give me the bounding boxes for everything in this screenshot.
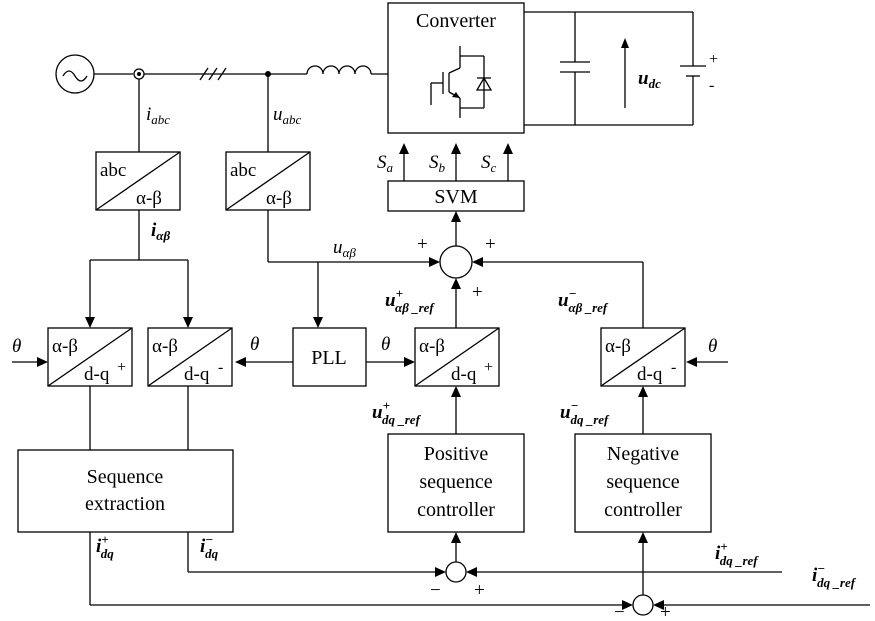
neg-ctrl-line2: sequence [606,471,679,493]
converter-title: Converter [416,10,496,32]
abc-ab-block-1: abc α-β [95,151,181,211]
pll-block [292,327,367,387]
converter-box [387,2,525,134]
sum1-plus: + [474,580,485,601]
udc-arrow-icon [621,38,629,108]
neg-ctrl-line1: Negative [607,443,679,465]
theta-right: θ [708,336,717,357]
svg-text:α-β: α-β [52,336,78,357]
sequence-extraction-block [17,449,234,533]
svg-text:abc: abc [100,160,126,181]
svg-text:α-β: α-β [136,188,162,209]
label-i-dq-pos: i+dq [96,532,114,561]
svg-text:-: - [218,359,223,376]
summing-junction-neg [632,594,654,616]
negative-controller-block [574,433,712,533]
label-u-ab-ref-pos: u+αβ _ref [385,286,435,315]
label-i-abc: iabc [146,104,170,127]
ac-source-icon [55,54,95,94]
sum-sign-right: + [485,234,496,255]
svg-text:+: + [117,359,126,376]
theta-pll-left: θ [250,334,259,355]
abc-ab-block-2: abc α-β [225,151,311,211]
dq-pos-block-1: α-β d-q + [47,327,133,387]
seq-extraction-line1: Sequence [87,466,164,488]
label-sc: Sc [481,152,497,175]
svm-to-converter-arrows [399,143,513,181]
main-summing-junction [439,245,473,279]
svg-text:d-q: d-q [184,364,210,385]
seq-extraction-line2: extraction [85,493,165,515]
label-i-dq-ref-neg: i−dq _ref [812,561,857,590]
neg-ctrl-line3: controller [604,499,682,521]
pos-ctrl-line3: controller [417,499,495,521]
svg-text:α-β: α-β [152,336,178,357]
dq-neg-block-2: α-β d-q - [600,327,686,387]
label-u-abc: uabc [273,104,302,127]
label-u-ab-ref-neg: u−αβ _ref [558,286,609,315]
sum-sign-bottom: + [472,282,483,303]
battery-plus: + [709,51,718,68]
svg-text:d-q: d-q [637,364,663,385]
theta-pll-right: θ [381,334,390,355]
theta-left: θ [12,336,21,357]
svg-text:-: - [671,359,676,376]
inductor-icon [306,65,372,75]
svg-text:abc: abc [230,160,256,181]
label-u-dq-ref-pos: u+dq _ref [372,398,422,427]
svm-block [387,180,525,212]
summing-junction-pos [445,561,467,583]
sum1-minus: − [430,580,441,601]
pll-label: PLL [311,347,347,369]
svg-text:α-β: α-β [419,336,445,357]
label-i-dq-ref-pos: i+dq _ref [715,539,759,568]
pos-ctrl-line2: sequence [419,471,492,493]
svg-text:d-q: d-q [451,364,477,385]
igbt-icon [430,46,493,118]
label-sa: Sa [377,152,394,175]
dq-neg-block-1: α-β d-q - [147,327,233,387]
pos-ctrl-line1: Positive [424,443,489,465]
svg-text:α-β: α-β [266,188,292,209]
label-u-dq-ref-neg: u−dq _ref [560,398,610,427]
label-i-dq-neg: i−dq [200,532,219,561]
capacitor-icon [560,12,590,125]
svm-label: SVM [434,186,478,208]
three-phase-marks [199,67,227,81]
battery-minus: - [709,77,714,94]
sum2-minus: − [614,602,625,621]
current-sensor-icon [133,68,145,80]
svg-text:d-q: d-q [84,364,110,385]
udc-label: udc [638,68,661,91]
label-sb: Sb [429,152,446,175]
dq-pos-block-2: α-β d-q + [414,327,500,387]
svg-text:+: + [484,359,493,376]
label-u-alphabeta: uαβ [333,237,356,260]
sum-sign-left: + [417,234,428,255]
positive-controller-block [387,433,525,533]
svg-text:α-β: α-β [605,336,631,357]
battery-icon [680,12,706,125]
label-i-alphabeta: iαβ [151,220,170,243]
sum2-plus: + [660,602,671,621]
